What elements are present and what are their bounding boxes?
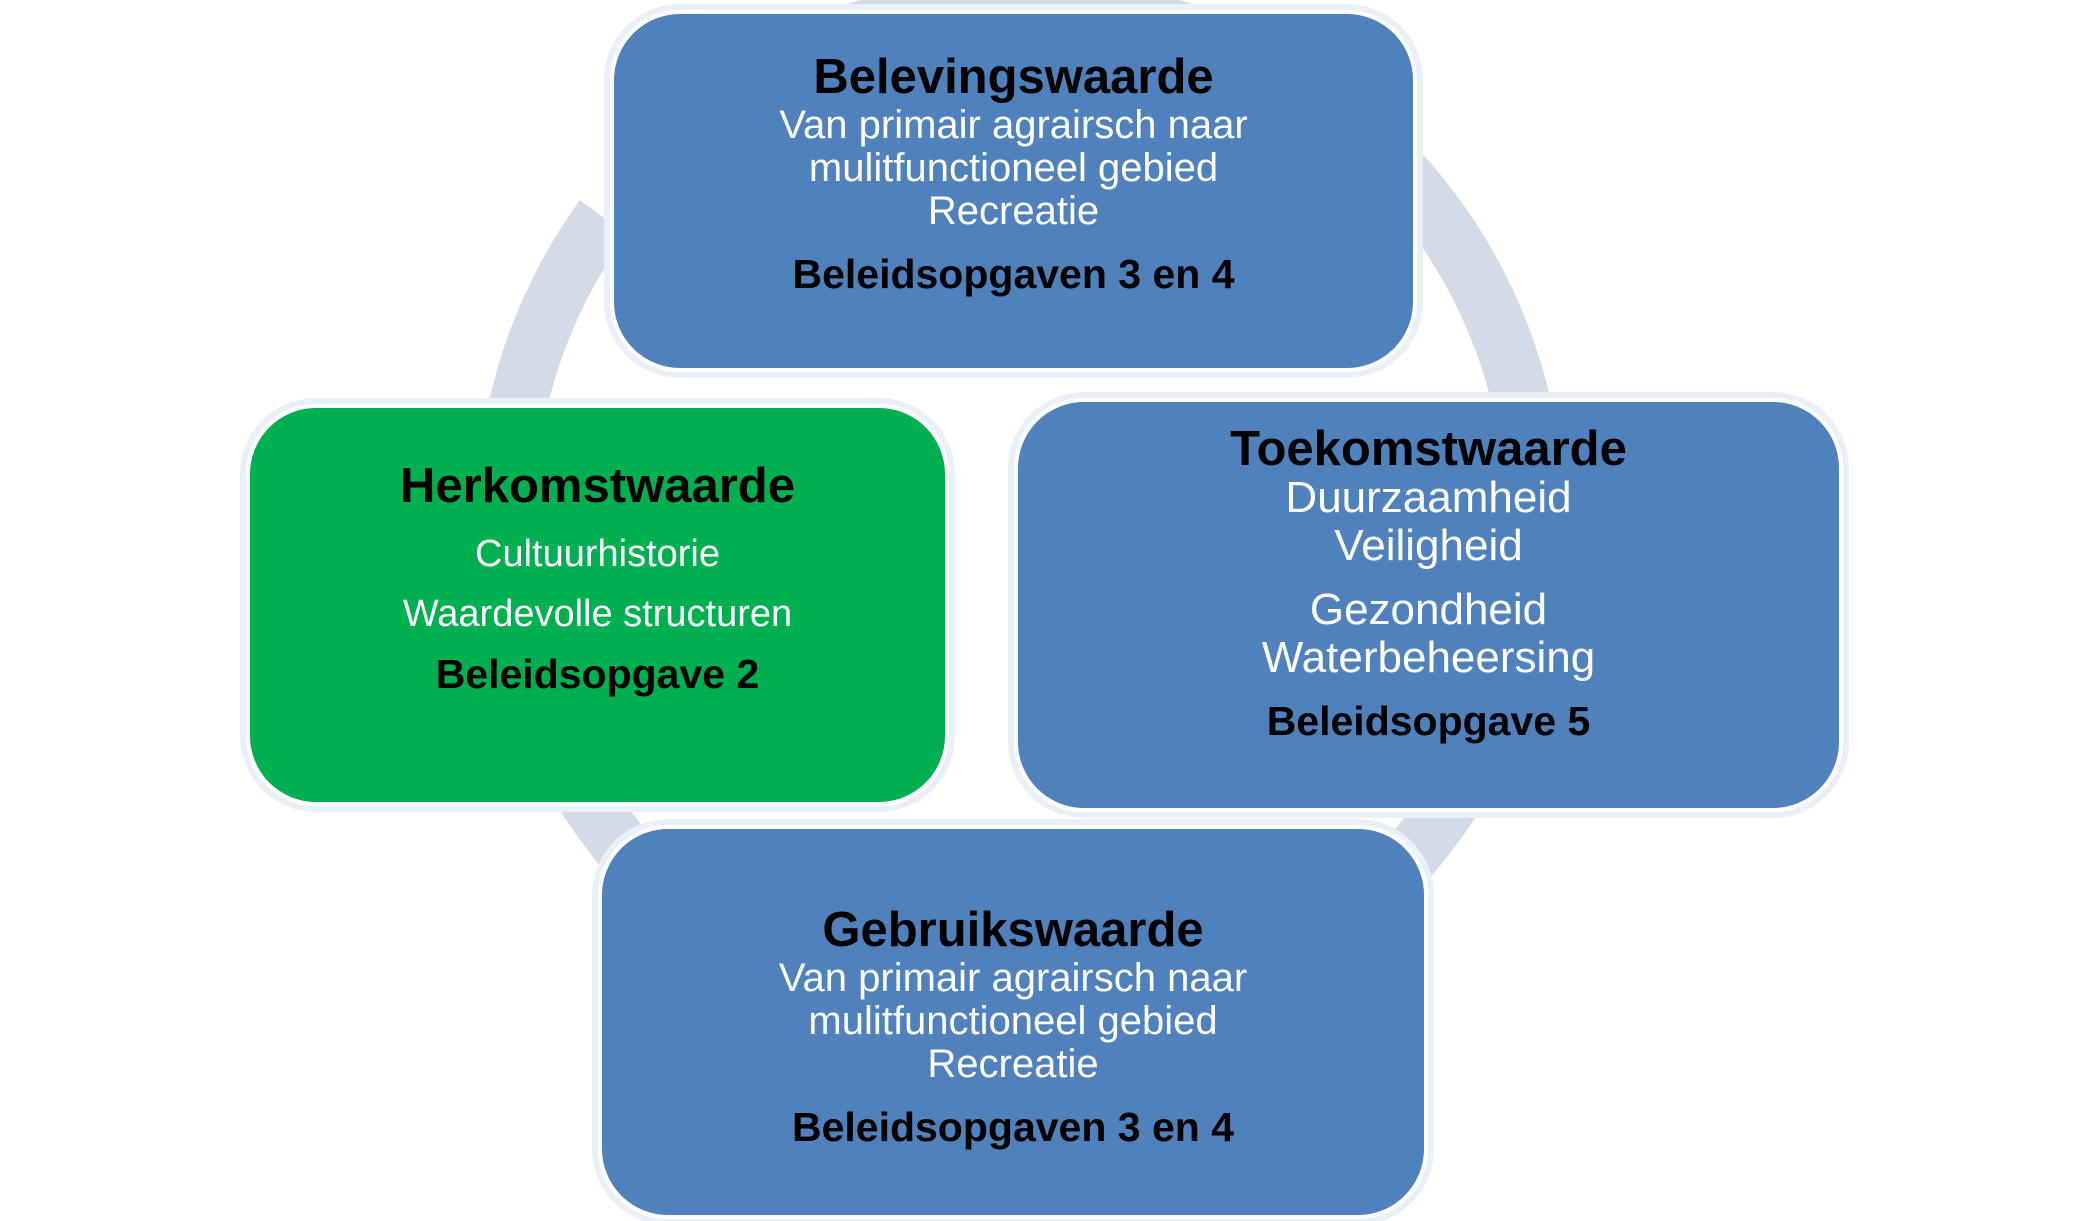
node-line: Van primair agrairsch naar [779, 103, 1248, 147]
node-line: mulitfunctioneel gebied [808, 146, 1219, 190]
node-herkomstwaarde: Herkomstwaarde Cultuurhistorie Waardevol… [246, 404, 949, 806]
node-policy: Beleidsopgave 2 [435, 650, 760, 697]
node-toekomstwaarde: Toekomstwaarde Duurzaamheid Veiligheid G… [1014, 398, 1843, 812]
node-policy: Beleidsopgave 5 [1266, 698, 1591, 744]
node-line: Veiligheid [1334, 521, 1523, 570]
node-title: Toekomstwaarde [1230, 422, 1627, 476]
node-line: Waardevolle structuren [402, 592, 793, 635]
node-line: Recreatie [927, 1042, 1099, 1086]
node-line: Waterbeheersing [1261, 633, 1596, 682]
node-gebruikswaarde: Gebruikswaarde Van primair agrairsch naa… [598, 825, 1428, 1219]
node-line: mulitfunctioneel gebied [808, 999, 1218, 1043]
node-title: Gebruikswaarde [822, 903, 1204, 957]
node-policy: Beleidsopgaven 3 en 4 [791, 1104, 1235, 1150]
node-line: Gezondheid [1309, 585, 1548, 634]
node-belevingswaarde: Belevingswaarde Van primair agrairsch na… [610, 10, 1417, 372]
node-title: Herkomstwaarde [400, 458, 795, 513]
node-line: Cultuurhistorie [475, 532, 720, 575]
node-line: Recreatie [927, 189, 1100, 233]
node-title: Belevingswaarde [813, 50, 1214, 104]
node-line: Van primair agrairsch naar [778, 956, 1248, 1000]
node-line: Duurzaamheid [1285, 473, 1572, 522]
node-policy: Beleidsopgaven 3 en 4 [792, 251, 1235, 297]
